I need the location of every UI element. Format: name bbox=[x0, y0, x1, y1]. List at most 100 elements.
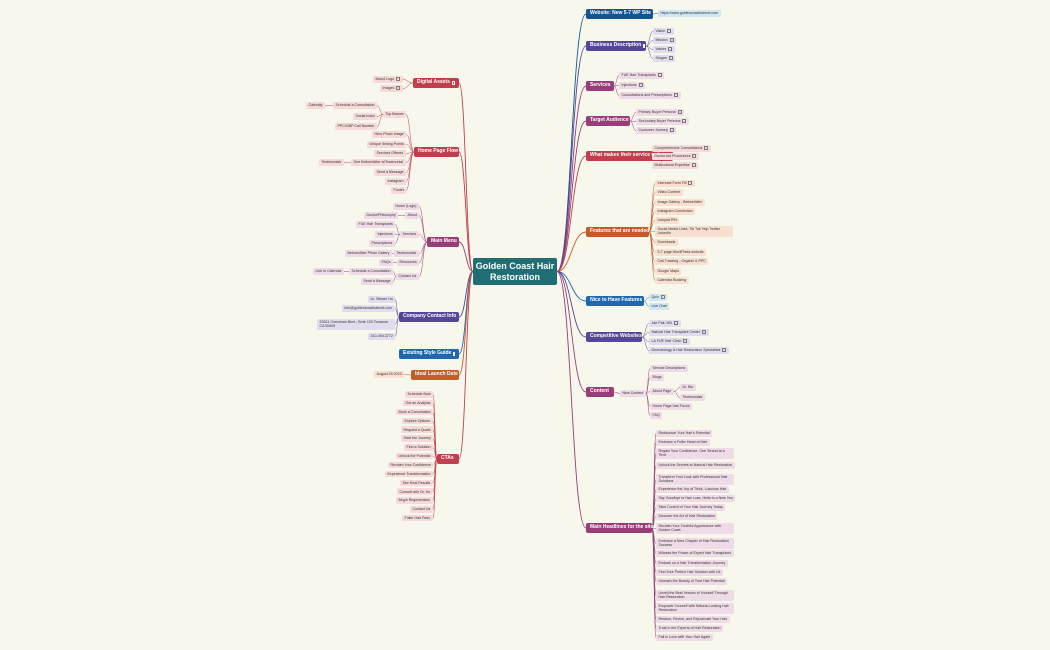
branch-right-9-child-2[interactable]: Regain Your Confidence, One Strand at a … bbox=[656, 448, 734, 459]
menu-services-child-2[interactable]: Prescriptions bbox=[369, 240, 395, 247]
branch-right-8-child-3[interactable]: Home Page Use Focus bbox=[650, 403, 693, 410]
menu-resources[interactable]: Resources bbox=[397, 259, 420, 266]
branch-right-7[interactable]: Competitive Websites bbox=[586, 332, 642, 342]
branch-right-1-child-1[interactable]: Mission bbox=[653, 37, 677, 44]
external-link-icon[interactable] bbox=[396, 77, 401, 82]
menu-contact-child-0[interactable]: Schedule a Consultation bbox=[349, 268, 393, 275]
content-new-content[interactable]: New Content bbox=[620, 390, 646, 397]
branch-right-5-child-10[interactable]: Calendar Booking bbox=[655, 277, 689, 284]
branch-home-page-flow[interactable]: Home Page Flow bbox=[414, 147, 459, 157]
branch-right-3-child-0[interactable]: Primary Buyer Persona bbox=[636, 109, 685, 116]
branch-right-9-child-10[interactable]: Embrace a New Chapter of Hair Restoratio… bbox=[656, 538, 734, 549]
launch-date-child-0[interactable]: August 29 2023 bbox=[374, 371, 405, 378]
branch-right-9-child-12[interactable]: Embark on a Hair Transformation Journey bbox=[656, 560, 728, 567]
external-link-icon[interactable] bbox=[682, 119, 687, 124]
menu-about-child-0[interactable]: Doctor/Philosophy bbox=[364, 212, 399, 219]
branch-right-3-child-1[interactable]: Secondary Buyer Persona bbox=[636, 118, 689, 125]
branch-right-6-child-1[interactable]: Live Chat bbox=[649, 303, 670, 310]
branch-right-7-child-1[interactable]: Natural Hair Transplant Center bbox=[649, 329, 709, 336]
digital-assets-child-0[interactable]: Brand Logo bbox=[373, 76, 403, 83]
branch-right-9-child-6[interactable]: Say Goodbye to Hair Loss, Hello to a New… bbox=[656, 495, 736, 502]
branch-right-2-child-0[interactable]: FUE Hair Transplants bbox=[619, 72, 665, 79]
cta-child-12[interactable]: Begin Regeneration bbox=[396, 497, 433, 504]
cta-child-14[interactable]: Fuller Hair Fees bbox=[402, 514, 433, 522]
branch-right-5-child-9[interactable]: Google Maps bbox=[655, 268, 682, 275]
branch-right-1-child-3[interactable]: Slogan bbox=[653, 55, 676, 62]
branch-right-0-child-0[interactable]: https://www.goldencoasthairnet.com bbox=[658, 10, 721, 17]
branch-right-9-child-4[interactable]: Transform Your Look with Professional Ha… bbox=[656, 474, 734, 485]
branch-right-5-child-8[interactable]: Call Tracking - Organic & PPC bbox=[655, 258, 709, 265]
external-link-icon[interactable] bbox=[688, 181, 693, 186]
home-banner-child-2[interactable]: PPC/GBP Call Number bbox=[335, 123, 377, 130]
branch-right-5-child-4[interactable]: Linkplat PIN bbox=[655, 217, 680, 224]
cta-child-2[interactable]: Book a Consultation bbox=[396, 408, 434, 416]
contact-child-2[interactable]: 23521 Crenshaw Blvd., Suite 100 Torrance… bbox=[317, 319, 395, 330]
external-link-icon[interactable] bbox=[667, 29, 672, 34]
branch-right-8-child-1[interactable]: Blogs bbox=[650, 374, 664, 381]
home-calendly[interactable]: Calendly bbox=[306, 102, 325, 109]
cta-child-6[interactable]: Find a Solution bbox=[404, 444, 433, 451]
branch-right-9-child-5[interactable]: Experience the Joy of Thick, Luscious Ha… bbox=[656, 486, 729, 493]
contact-child-3[interactable]: 310-494-3772 bbox=[368, 333, 396, 340]
external-link-icon[interactable] bbox=[451, 81, 455, 85]
branch-right-5-child-2[interactable]: Image Gallery - Before/After bbox=[655, 199, 705, 206]
menu-testimonials[interactable]: Testimonials bbox=[394, 250, 419, 257]
external-link-icon[interactable] bbox=[453, 352, 456, 356]
external-link-icon[interactable] bbox=[722, 348, 727, 353]
menu-link-calendar[interactable]: Link to Calendar bbox=[313, 268, 345, 275]
branch-digital-assets[interactable]: Digital Assets bbox=[413, 78, 459, 88]
branch-right-1[interactable]: Business Description bbox=[586, 41, 646, 51]
branch-right-5-child-7[interactable]: 5-7 page WordPress website bbox=[655, 249, 707, 256]
cta-child-1[interactable]: Get an Analysis bbox=[403, 399, 433, 407]
home-testimonials[interactable]: Testimonials bbox=[319, 159, 344, 166]
branch-ctas[interactable]: CTAs bbox=[437, 454, 459, 464]
cta-child-5[interactable]: Start the Journey bbox=[401, 435, 434, 442]
branch-right-8-child-4[interactable]: FAQ bbox=[650, 412, 663, 419]
branch-right-0[interactable]: Website: New 5-7 WP Site bbox=[586, 9, 653, 19]
branch-launch-date[interactable]: Ideal Launch Date bbox=[411, 370, 459, 380]
branch-right-6[interactable]: Nice to Have Features bbox=[586, 296, 644, 306]
cta-child-10[interactable]: See Real Results bbox=[400, 479, 433, 486]
cta-child-13[interactable]: Contact Us bbox=[410, 506, 433, 513]
home-top-banner[interactable]: Top Banner bbox=[383, 111, 407, 118]
branch-right-9-child-14[interactable]: Unleash the Beauty of Your Hair Potentia… bbox=[656, 578, 728, 585]
home-child-4[interactable]: Send a Message bbox=[374, 169, 406, 176]
menu-services-child-0[interactable]: FUE Hair Transplants bbox=[356, 221, 396, 228]
branch-company-contact[interactable]: Company Contact Info bbox=[399, 312, 459, 322]
branch-right-5[interactable]: Features that are needed bbox=[586, 227, 649, 237]
cta-child-8[interactable]: Reclaim Your Confidence bbox=[388, 461, 434, 469]
branch-right-9-child-17[interactable]: Restore, Revive, and Rejuvenate Your Hai… bbox=[656, 616, 730, 623]
branch-right-9-child-1[interactable]: Embrace a Fuller Head of Hair bbox=[656, 439, 710, 446]
branch-right-4-child-0[interactable]: Comprehensive Consultations bbox=[652, 145, 711, 152]
cta-child-4[interactable]: Request a Quote bbox=[401, 426, 434, 433]
branch-right-5-child-0[interactable]: Intereact Form Fill bbox=[655, 180, 695, 187]
cta-child-3[interactable]: Explore Options bbox=[402, 417, 433, 425]
branch-right-5-child-1[interactable]: Video Content bbox=[655, 189, 683, 196]
home-banner-child-0[interactable]: Schedule a Consultation bbox=[333, 102, 377, 109]
external-link-icon[interactable] bbox=[657, 73, 662, 78]
branch-right-9-child-0[interactable]: Rediscover Your Hair's Potential bbox=[656, 430, 713, 437]
branch-right-5-child-5[interactable]: Social Media Links: Tik Tok Yelp Twitter… bbox=[655, 226, 733, 237]
branch-right-9-child-9[interactable]: Reclaim Your Youthful Appearance with Go… bbox=[656, 523, 734, 534]
branch-right-9-child-19[interactable]: Fall in Love with Your Hair Again bbox=[656, 634, 713, 641]
menu-contact[interactable]: Contact Us bbox=[396, 273, 419, 280]
contact-child-1[interactable]: info@goldencoasthairnet.com bbox=[342, 305, 395, 312]
branch-right-7-child-0[interactable]: Jae Pak, MD bbox=[649, 320, 681, 327]
home-child-6[interactable]: Footer bbox=[391, 187, 407, 194]
content-about-child-0[interactable]: Dr. Bio bbox=[680, 384, 696, 391]
branch-right-7-child-3[interactable]: Dermatology & Hair Restoration Specialis… bbox=[649, 347, 729, 354]
branch-right-2[interactable]: Services bbox=[586, 81, 614, 91]
branch-right-4-child-1[interactable]: Doctor-led Procedures bbox=[652, 153, 699, 160]
branch-right-2-child-2[interactable]: Consultations and Prescriptions bbox=[619, 92, 681, 99]
menu-services-child-1[interactable]: Injections bbox=[375, 231, 396, 238]
external-link-icon[interactable] bbox=[396, 86, 401, 91]
branch-right-6-child-0[interactable]: Quiz bbox=[649, 294, 668, 301]
menu-contact-child-1[interactable]: Send a Message bbox=[361, 278, 393, 285]
cta-child-7[interactable]: Unlock the Potential bbox=[396, 452, 433, 460]
digital-assets-child-1[interactable]: Images bbox=[380, 85, 403, 92]
home-child-0[interactable]: Hero Photo Image bbox=[372, 131, 407, 138]
branch-right-2-child-1[interactable]: Injections bbox=[619, 82, 646, 89]
external-link-icon[interactable] bbox=[638, 83, 643, 88]
external-link-icon[interactable] bbox=[677, 110, 682, 115]
contact-child-0[interactable]: Dr. Steven Ho bbox=[368, 296, 396, 303]
